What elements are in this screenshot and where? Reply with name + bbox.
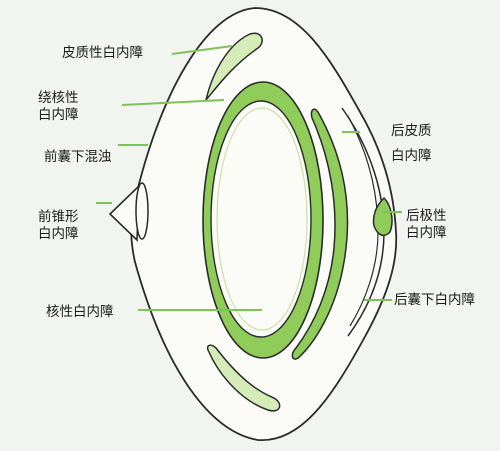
leader-perinuclear	[121, 99, 225, 106]
label-perinuclear-line2: 白内障	[38, 107, 79, 123]
label-anterior-pyramidal-line1: 前锥形	[38, 209, 79, 225]
label-nuclear-text: 核性白内障	[46, 304, 114, 320]
label-perinuclear-cataract: 绕核性 白内障	[38, 90, 79, 124]
label-posterior-polar-line2: 白内障	[406, 225, 447, 241]
posterior-cortical-opacity	[291, 108, 349, 360]
label-anterior-pyramidal-line2: 白内障	[38, 226, 79, 242]
label-posterior-cortical-cataract: 后皮质 白内障	[391, 123, 432, 165]
label-cortical-cataract: 皮质性白内障	[62, 45, 143, 62]
leader-cortical	[171, 45, 233, 55]
label-posterior-cortical-line2: 白内障	[391, 148, 432, 164]
label-posterior-polar-cataract: 后极性 白内障	[406, 208, 447, 242]
label-cortical-text: 皮质性白内障	[62, 45, 143, 61]
anterior-subcapsular-opacity	[135, 182, 149, 240]
label-anterior-pyramidal-cataract: 前锥形 白内障	[38, 209, 79, 243]
anterior-pyramidal-cone	[108, 184, 140, 242]
cortical-opacity-bottom	[206, 344, 281, 412]
label-posterior-polar-line1: 后极性	[406, 208, 447, 224]
nuclear-inner-ring	[216, 107, 308, 331]
posterior-polar-opacity	[372, 196, 393, 237]
label-anterior-subcapsular: 前囊下混浊	[44, 149, 112, 166]
label-anterior-subcapsular-text: 前囊下混浊	[44, 149, 112, 165]
label-perinuclear-line1: 绕核性	[38, 90, 79, 106]
cortical-opacity-top	[205, 32, 263, 101]
label-posterior-subcapsular-text: 后囊下白内障	[394, 292, 475, 308]
leader-lines	[96, 45, 402, 311]
label-posterior-cortical-line1: 后皮质	[391, 123, 432, 139]
label-nuclear-cataract: 核性白内障	[46, 304, 114, 321]
label-posterior-subcapsular-cataract: 后囊下白内障	[394, 292, 475, 309]
